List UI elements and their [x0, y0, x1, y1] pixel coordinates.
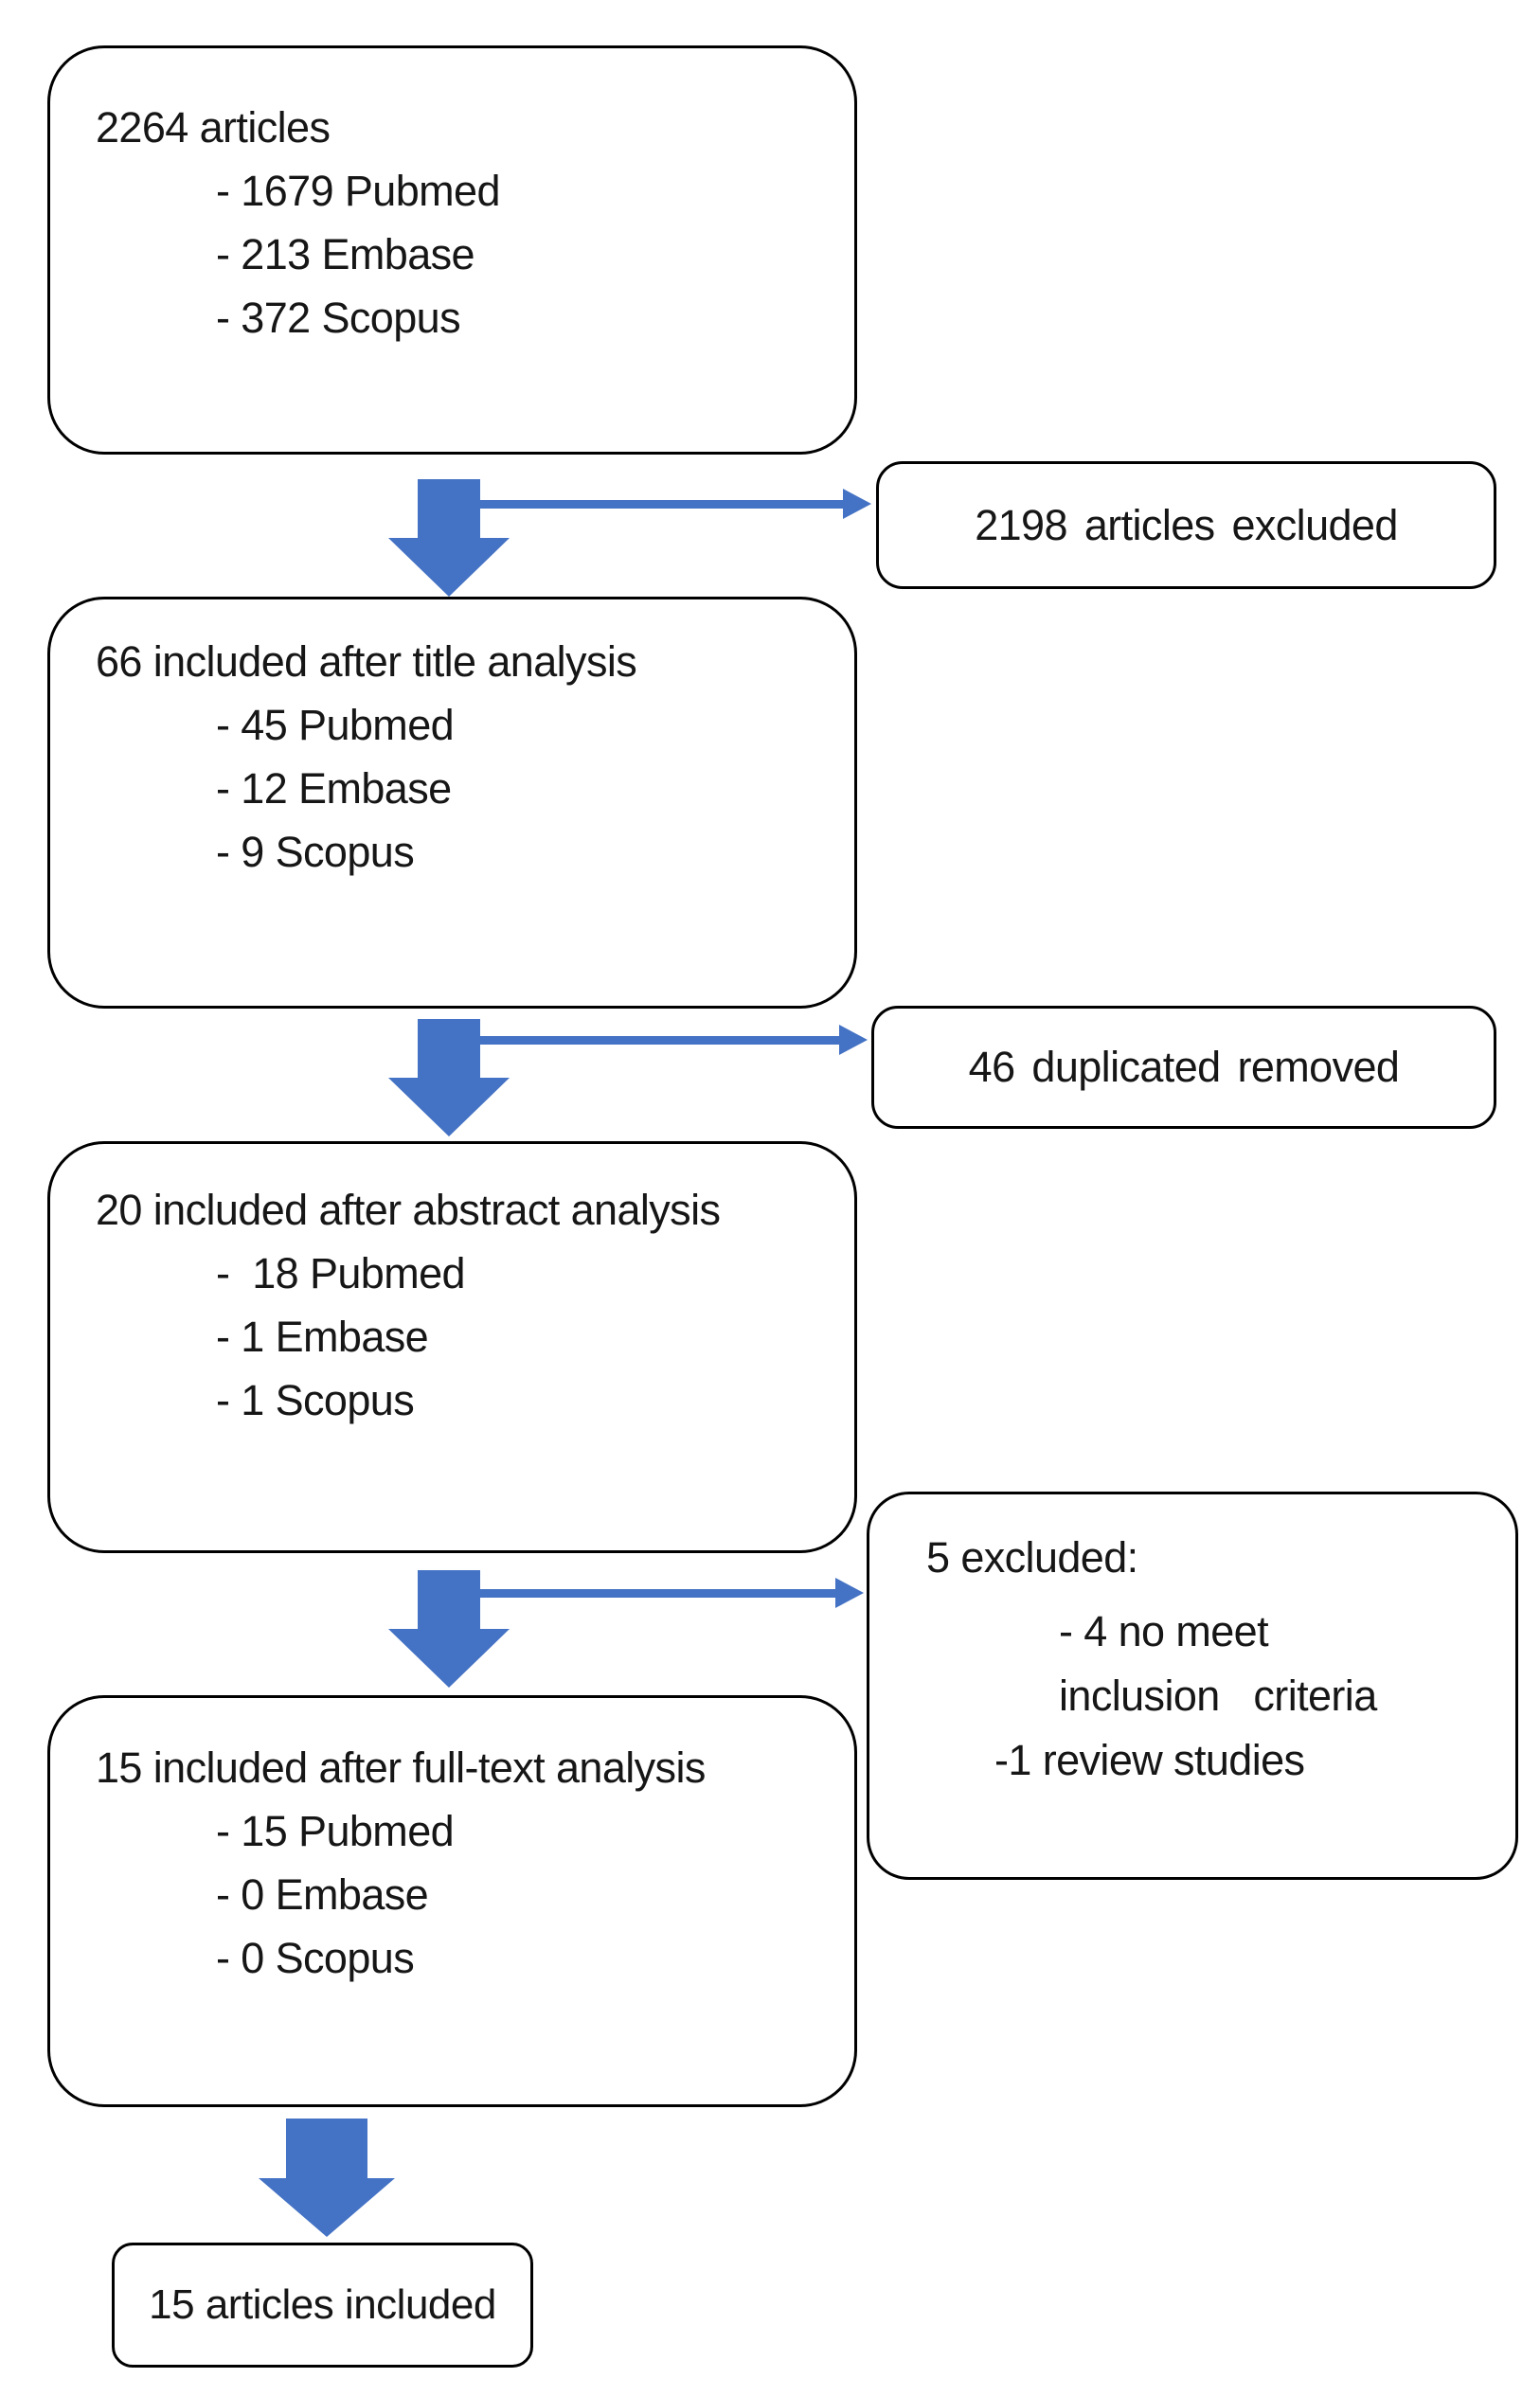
flow-box-item: - 1 Embase: [216, 1313, 429, 1361]
flow-box-title: 2264 articles: [96, 103, 331, 152]
down-arrow-head-icon: [388, 538, 510, 597]
flow-box-item: - 213 Embase: [216, 230, 475, 278]
flow-box-item: - 372 Scopus: [216, 294, 461, 342]
flow-box-title: 66 included after title analysis: [96, 637, 637, 686]
flow-box-title: 15 included after full-text analysis: [96, 1743, 706, 1792]
side-box-fulltext-excluded: 5 excluded: - 4 no meet inclusion criter…: [867, 1492, 1518, 1880]
flow-box-abstract-analysis: 20 included after abstract analysis - 18…: [47, 1141, 857, 1553]
final-box-articles-included: 15 articles included: [112, 2243, 533, 2368]
down-arrow-icon: [418, 1570, 480, 1631]
flow-box-item: - 0 Embase: [216, 1870, 429, 1919]
side-box-excluded-title-screen: 2198 articles excluded: [876, 461, 1496, 589]
final-box-text: 15 articles included: [149, 2281, 496, 2328]
flow-box-item: - 12 Embase: [216, 764, 452, 813]
down-arrow-head-icon: [388, 1629, 510, 1688]
side-box-text: 2198 articles excluded: [975, 500, 1398, 549]
down-arrow-head-icon: [259, 2178, 395, 2237]
down-arrow-head-icon: [388, 1078, 510, 1136]
side-box-item: -1 review studies: [994, 1736, 1305, 1784]
side-box-title: 5 excluded:: [926, 1533, 1138, 1582]
right-arrow-head-icon: [839, 1025, 868, 1055]
right-arrow-line-icon: [455, 500, 845, 509]
flow-box-item: - 18 Pubmed: [216, 1249, 466, 1297]
flow-box-title-analysis: 66 included after title analysis - 45 Pu…: [47, 597, 857, 1009]
flow-box-item: - 9 Scopus: [216, 828, 415, 876]
flow-box-item: - 45 Pubmed: [216, 701, 455, 749]
right-arrow-head-icon: [835, 1578, 864, 1608]
right-arrow-line-icon: [455, 1036, 841, 1045]
flow-box-item: - 1679 Pubmed: [216, 167, 501, 215]
side-box-duplicates-removed: 46 duplicated removed: [871, 1006, 1496, 1129]
flow-box-fulltext-analysis: 15 included after full-text analysis - 1…: [47, 1695, 857, 2107]
down-arrow-icon: [286, 2119, 367, 2180]
side-box-item: - 4 no meet: [1059, 1607, 1269, 1655]
flow-box-title: 20 included after abstract analysis: [96, 1186, 721, 1234]
flow-box-item: - 1 Scopus: [216, 1376, 415, 1424]
flow-box-item: - 0 Scopus: [216, 1934, 415, 1982]
right-arrow-line-icon: [455, 1589, 837, 1598]
flow-box-item: - 15 Pubmed: [216, 1807, 455, 1855]
down-arrow-icon: [418, 1019, 480, 1080]
side-box-text: 46 duplicated removed: [968, 1043, 1400, 1091]
side-box-item: inclusion criteria: [1059, 1672, 1377, 1720]
down-arrow-icon: [418, 479, 480, 540]
flow-box-identification: 2264 articles - 1679 Pubmed - 213 Embase…: [47, 45, 857, 455]
right-arrow-head-icon: [843, 489, 871, 519]
